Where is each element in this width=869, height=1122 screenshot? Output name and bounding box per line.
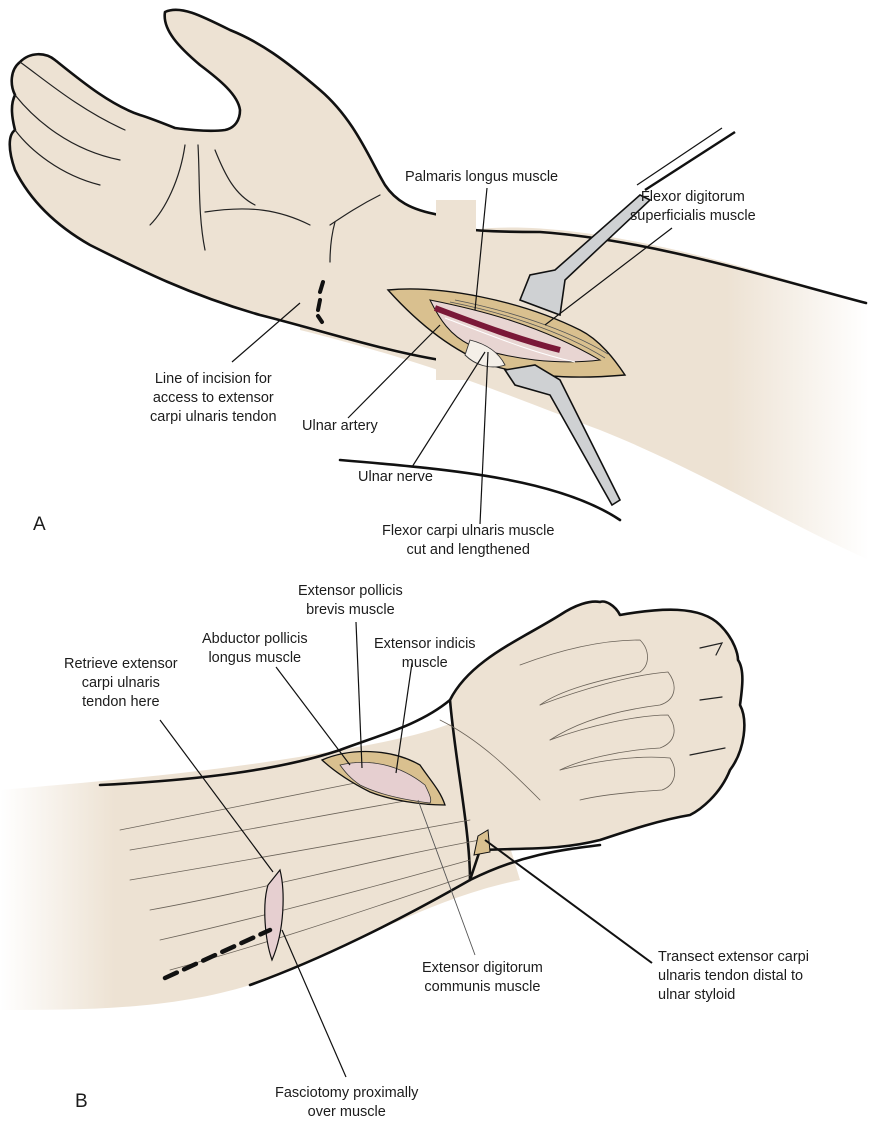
panel-b-artwork [0, 600, 746, 1078]
label-extensor-digitorum-communis: Extensor digitorum communis muscle [422, 960, 543, 995]
label-fasciotomy: Fasciotomy proximally over muscle [275, 1085, 419, 1120]
panel-label-b: B [75, 1091, 88, 1112]
retractor-lower [503, 364, 622, 507]
label-line-of-incision: Line of incision for access to extensor … [150, 371, 277, 425]
panel-label-a: A [33, 514, 46, 535]
label-retrieve-ecu: Retrieve extensor carpi ulnaris tendon h… [64, 656, 178, 710]
hand-a [8, 8, 442, 362]
fasciotomy-wound [264, 868, 284, 962]
label-transect-ecu: Transect extensor carpi ulnaris tendon d… [658, 949, 809, 1003]
label-extensor-pollicis-brevis: Extensor pollicis brevis muscle [298, 583, 403, 618]
label-abductor-pollicis-longus: Abductor pollicis longus muscle [202, 631, 308, 666]
label-flexor-digitorum-superficialis: Flexor digitorum superficialis muscle [630, 189, 756, 224]
fist-b [448, 600, 746, 882]
panel-a-artwork [8, 8, 869, 560]
label-ulnar-artery: Ulnar artery [302, 418, 378, 434]
label-extensor-indicis: Extensor indicis muscle [374, 636, 476, 671]
retractor-upper [518, 194, 652, 317]
label-palmaris-longus: Palmaris longus muscle [405, 169, 559, 185]
label-ulnar-nerve: Ulnar nerve [358, 469, 433, 485]
label-flexor-carpi-ulnaris: Flexor carpi ulnaris muscle cut and leng… [382, 523, 555, 558]
